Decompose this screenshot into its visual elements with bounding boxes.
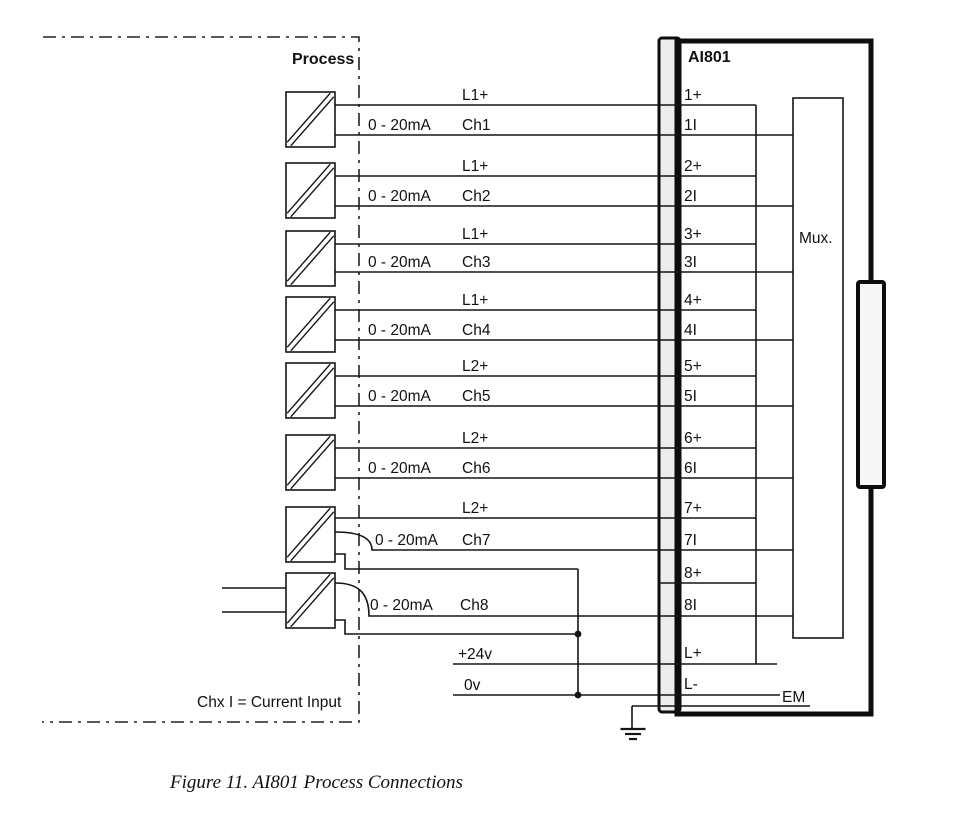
process-label: Process <box>292 51 354 68</box>
module-title: AI801 <box>688 49 731 66</box>
supply-label: L2+ <box>462 358 488 375</box>
terminal-lminus-label: L- <box>684 676 698 693</box>
wire-signal-curve <box>334 531 793 551</box>
range-label: 0 - 20mA <box>368 254 432 271</box>
mux-label: Mux. <box>799 230 833 247</box>
bus-wires <box>453 105 810 707</box>
channel-row-ch4: L1+ 0 - 20mA Ch4 4+ 4I <box>285 292 793 353</box>
range-label: 0 - 20mA <box>368 117 432 134</box>
range-label: 0 - 20mA <box>368 322 432 339</box>
terminal-i-label: 5I <box>684 388 697 405</box>
range-label: 0 - 20mA <box>370 597 434 614</box>
channel-row-ch5: L2+ 0 - 20mA Ch5 5+ 5I <box>285 358 793 419</box>
terminal-i-label: 3I <box>684 254 697 271</box>
channel-label: Ch1 <box>462 117 490 134</box>
terminal-i-label: 4I <box>684 322 697 339</box>
terminal-plus-label: 2+ <box>684 158 702 175</box>
terminal-plus-label: 4+ <box>684 292 702 309</box>
terminal-plus-label: 8+ <box>684 565 702 582</box>
channel-label: Ch7 <box>462 532 490 549</box>
junction-dot <box>574 691 582 699</box>
transmitter-icon <box>285 91 336 148</box>
earth-terminal-label: EM <box>782 689 805 706</box>
zero-volt-label: 0v <box>464 677 481 694</box>
channel-row-ch1: L1+ 0 - 20mA Ch1 1+ 1I <box>285 87 793 148</box>
terminal-i-label: 2I <box>684 188 697 205</box>
supply-24v-label: +24v <box>458 646 492 663</box>
transmitter-icon <box>285 434 336 491</box>
supply-label: L1+ <box>462 87 488 104</box>
channel-row-ch7: L2+ 0 - 20mA Ch7 7+ 7I <box>285 500 793 570</box>
terminal-plus-label: 6+ <box>684 430 702 447</box>
current-input-note: Chx I = Current Input <box>197 694 342 711</box>
terminal-plus-label: 1+ <box>684 87 702 104</box>
range-label: 0 - 20mA <box>368 460 432 477</box>
terminal-plus-label: 3+ <box>684 226 702 243</box>
channel-label: Ch5 <box>462 388 490 405</box>
channel-label: Ch6 <box>462 460 490 477</box>
transmitter-icon <box>285 572 336 629</box>
range-label: 0 - 20mA <box>368 188 432 205</box>
transmitter-icon <box>285 230 336 287</box>
channel-label: Ch2 <box>462 188 490 205</box>
mux-block <box>792 97 844 639</box>
channel-label: Ch8 <box>460 597 488 614</box>
transmitter-icon <box>285 296 336 353</box>
wire-signal-curve <box>334 582 793 617</box>
io-connector <box>856 280 886 489</box>
terminal-i-label: 7I <box>684 532 697 549</box>
terminal-plus-label: 5+ <box>684 358 702 375</box>
terminal-lplus-label: L+ <box>684 645 702 662</box>
supply-label: L1+ <box>462 226 488 243</box>
transmitter-icon <box>285 162 336 219</box>
channel-label: Ch3 <box>462 254 490 271</box>
wire-return <box>335 619 578 635</box>
channel-row-ch2: L1+ 0 - 20mA Ch2 2+ 2I <box>285 158 793 219</box>
terminal-i-label: 1I <box>684 117 697 134</box>
power-rails: +24v 0v L+ L- EM <box>458 645 805 706</box>
terminal-i-label: 8I <box>684 597 697 614</box>
transmitter-icon <box>285 362 336 419</box>
supply-label: L2+ <box>462 430 488 447</box>
range-label: 0 - 20mA <box>375 532 439 549</box>
channel-row-ch8: 0 - 20mA Ch8 8+ 8I <box>222 565 793 635</box>
wire-return <box>335 553 578 570</box>
process-boundary <box>42 36 360 723</box>
supply-label: L1+ <box>462 292 488 309</box>
channel-label: Ch4 <box>462 322 491 339</box>
supply-label: L2+ <box>462 500 488 517</box>
channel-row-ch6: L2+ 0 - 20mA Ch6 6+ 6I <box>285 430 793 491</box>
terminal-plus-label: 7+ <box>684 500 702 517</box>
figure-caption: Figure 11. AI801 Process Connections <box>169 772 463 793</box>
channel-row-ch3: L1+ 0 - 20mA Ch3 3+ 3I <box>285 226 793 287</box>
range-label: 0 - 20mA <box>368 388 432 405</box>
ground-icon <box>620 706 646 741</box>
supply-label: L1+ <box>462 158 488 175</box>
transmitter-icon <box>285 506 336 563</box>
terminal-i-label: 6I <box>684 460 697 477</box>
